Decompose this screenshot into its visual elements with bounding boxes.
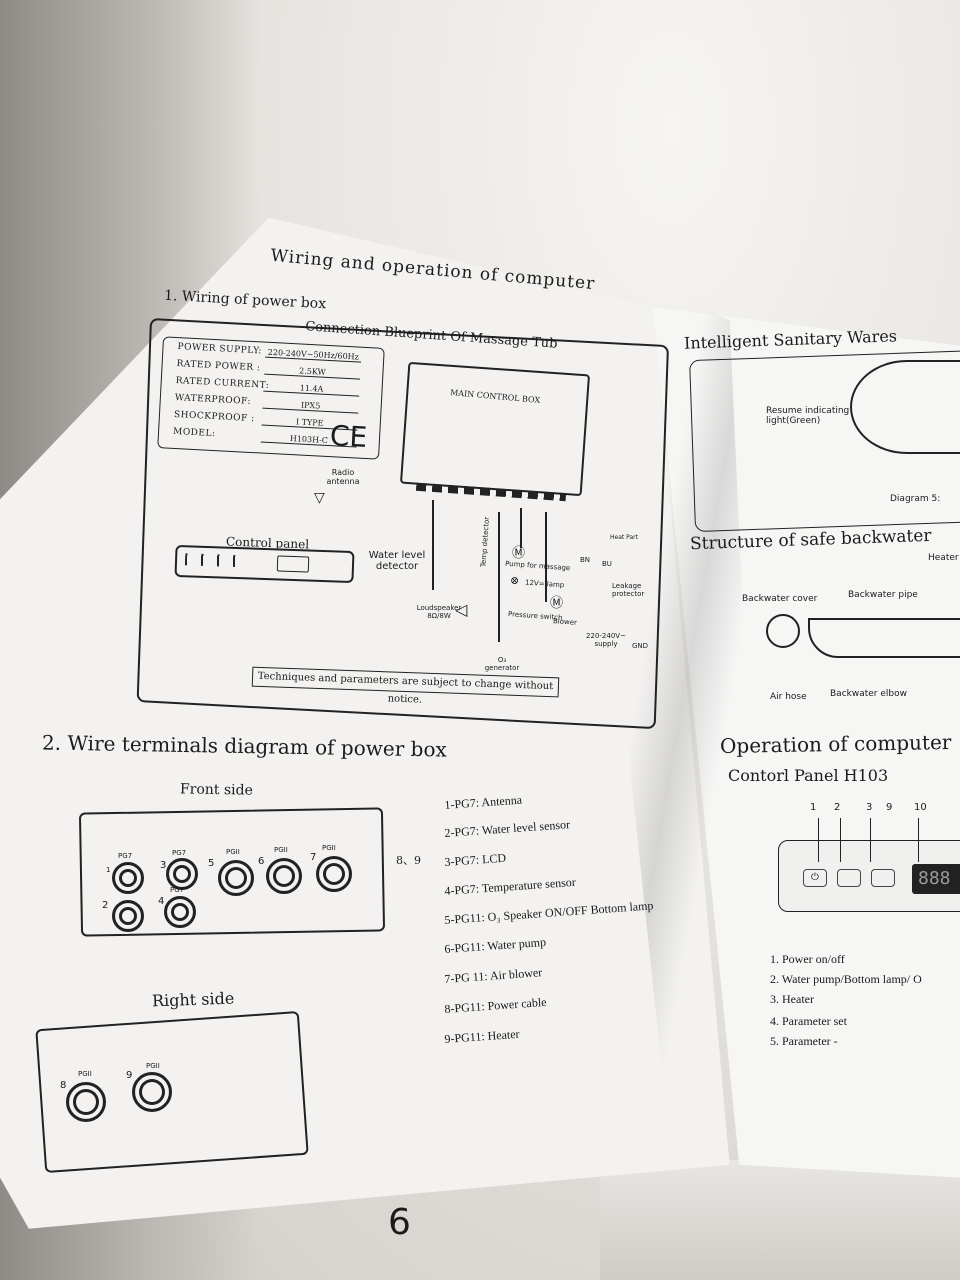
- wire: [545, 512, 547, 602]
- air-hose-label: Air hose: [770, 692, 807, 702]
- function-item: 5. Parameter -: [770, 1034, 838, 1048]
- heat-part-label: Heat Part: [610, 534, 638, 541]
- gland-number: 1: [106, 866, 111, 874]
- plug-drawing: [850, 360, 960, 454]
- gland-1: [112, 862, 144, 894]
- loudspeaker-label: Loudspeaker 8Ω/8W: [416, 604, 462, 620]
- spec-label: MODEL:: [172, 426, 216, 440]
- gland-number: 5: [208, 858, 215, 869]
- gland-4: [164, 896, 196, 928]
- panel-number: 2: [834, 802, 841, 813]
- gland-number: 4: [158, 896, 165, 907]
- panel-display: 888: [912, 864, 960, 894]
- control-panel-drawing: [174, 544, 355, 584]
- floor: [600, 1160, 960, 1280]
- leader-line: [840, 818, 841, 862]
- function-item: 1. Power on/off: [770, 952, 845, 966]
- front-side-label: Front side: [179, 781, 253, 799]
- gland-type: PGII: [274, 846, 288, 854]
- gland-number: 2: [102, 900, 109, 911]
- backwater-pipe-label: Backwater pipe: [848, 590, 918, 600]
- ce-mark: CE: [329, 419, 369, 454]
- blower-motor-icon: Ⓜ: [550, 596, 564, 611]
- backwater-elbow-label: Backwater elbow: [830, 689, 907, 699]
- blower-label: Blower: [552, 617, 578, 627]
- panel-number: 10: [914, 802, 927, 813]
- pump-motor-icon: Ⓜ: [512, 546, 526, 561]
- gland-type: PG7: [170, 886, 185, 894]
- spec-label: WATERPROOF:: [174, 392, 252, 407]
- spec-label: RATED POWER :: [176, 359, 261, 374]
- gland-type: PG7: [118, 852, 133, 860]
- gland-type: PGII: [78, 1070, 92, 1078]
- panel-number: 9: [886, 802, 893, 813]
- leakage-protector-label: Leakage protector: [612, 582, 645, 598]
- function-item: 3. Heater: [770, 992, 814, 1006]
- gland-7: [316, 856, 352, 892]
- wire: [520, 508, 522, 548]
- gland-9: [132, 1072, 172, 1112]
- gland-type: PGII: [226, 848, 240, 856]
- right-side-label: Right side: [151, 988, 235, 1011]
- spec-label: POWER SUPPLY:: [177, 342, 263, 357]
- display-digits: 888: [918, 868, 951, 889]
- o3-generator-label: O₃ generator: [484, 656, 520, 672]
- backwater-pipe-drawing: [808, 618, 960, 658]
- panel-number: 1: [810, 802, 817, 813]
- spec-value: 220-240V~50Hz/60Hz: [265, 347, 362, 363]
- gland-number: 7: [310, 852, 317, 863]
- antenna-icon: ▽: [314, 490, 325, 506]
- operation-heading: Operation of computer: [719, 729, 952, 759]
- gland-number: 3: [160, 860, 167, 871]
- gland-number: 8: [60, 1080, 67, 1091]
- gland-type: PGII: [322, 844, 336, 852]
- resume-light-label: Resume indicating light(Green): [766, 406, 850, 426]
- gland-number: 6: [258, 856, 265, 867]
- leader-line: [818, 818, 819, 862]
- gnd-label: GND: [632, 642, 649, 650]
- leader-line: [918, 818, 919, 862]
- power-icon: ⏻: [803, 869, 827, 887]
- spec-value: 2.5KW: [264, 364, 361, 380]
- loudspeaker-icon: ◁: [455, 600, 468, 619]
- water-level-label: Water level detector: [368, 550, 426, 572]
- lamp-icon: ⊗: [510, 574, 520, 587]
- heater-label: Heater: [928, 553, 959, 563]
- control-panel-model: Contorl Panel H103: [728, 766, 889, 785]
- gland-type: PG7: [172, 849, 187, 857]
- panel-number: 3: [866, 802, 873, 813]
- air-hose-drawing: [766, 614, 800, 648]
- gland-number: 9: [126, 1070, 133, 1081]
- front-side-extra-label: 8、9: [396, 854, 421, 867]
- function-item: 2. Water pump/Bottom lamp/ O: [770, 972, 922, 986]
- wire: [498, 512, 500, 642]
- wire: [432, 500, 434, 590]
- pump-button-icon: [837, 869, 861, 887]
- gland-6: [266, 858, 302, 894]
- backwater-cover-label: Backwater cover: [742, 594, 818, 604]
- function-item: 4. Parameter set: [770, 1014, 847, 1028]
- gland-type: PGII: [146, 1062, 160, 1070]
- spec-label: SHOCKPROOF :: [173, 409, 255, 425]
- spec-value: IPX5: [262, 398, 359, 414]
- main-control-box: [399, 361, 591, 497]
- diagram5-label: Diagram 5:: [890, 494, 941, 504]
- page-number: 6: [388, 1202, 411, 1243]
- spec-label: RATED CURRENT:: [175, 375, 270, 391]
- leader-line: [870, 818, 871, 862]
- gland-2: [112, 900, 144, 932]
- bn-label: BN: [580, 556, 591, 564]
- gland-5: [218, 860, 254, 896]
- gland-8: [66, 1082, 106, 1122]
- supply-label: 220-240V~ supply: [586, 632, 626, 648]
- gland-3: [166, 858, 198, 890]
- bu-label: BU: [602, 560, 612, 568]
- radio-antenna-label: Radio antenna: [326, 468, 360, 486]
- heater-button-icon: [871, 869, 895, 887]
- spec-value: 11.4A: [263, 381, 360, 397]
